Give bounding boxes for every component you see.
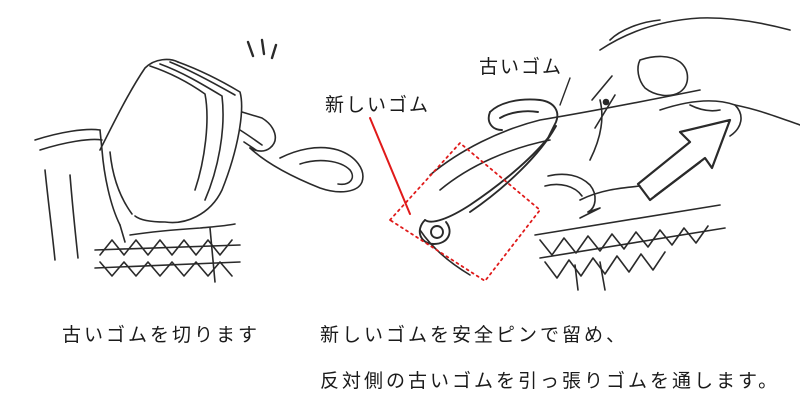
new-rubber-dotted-box <box>389 142 541 282</box>
rubber-strands <box>544 75 616 219</box>
caption-step1: 古いゴムを切ります <box>62 324 261 346</box>
old-rubber-leader-line <box>559 77 571 106</box>
waistband-fabric-left <box>34 128 241 283</box>
direction-arrow <box>636 118 732 202</box>
label-new-rubber: 新しいゴム <box>325 94 431 116</box>
new-rubber-highlight <box>369 117 541 282</box>
waistband-fabric-right <box>419 89 726 291</box>
caption-step2-line2: 反対側の古いゴムを引っ張りゴムを通します。 <box>320 370 781 392</box>
new-rubber-leader-line <box>369 117 411 215</box>
label-old-rubber: 古いゴム <box>479 56 564 78</box>
motion-lines <box>246 38 278 60</box>
sketch-illustration <box>34 17 800 291</box>
scissors-hand <box>99 58 364 224</box>
safety-pin <box>418 98 559 245</box>
caption-step2-line1: 新しいゴムを安全ピンで留め、 <box>320 324 629 346</box>
hand-right <box>589 17 800 161</box>
